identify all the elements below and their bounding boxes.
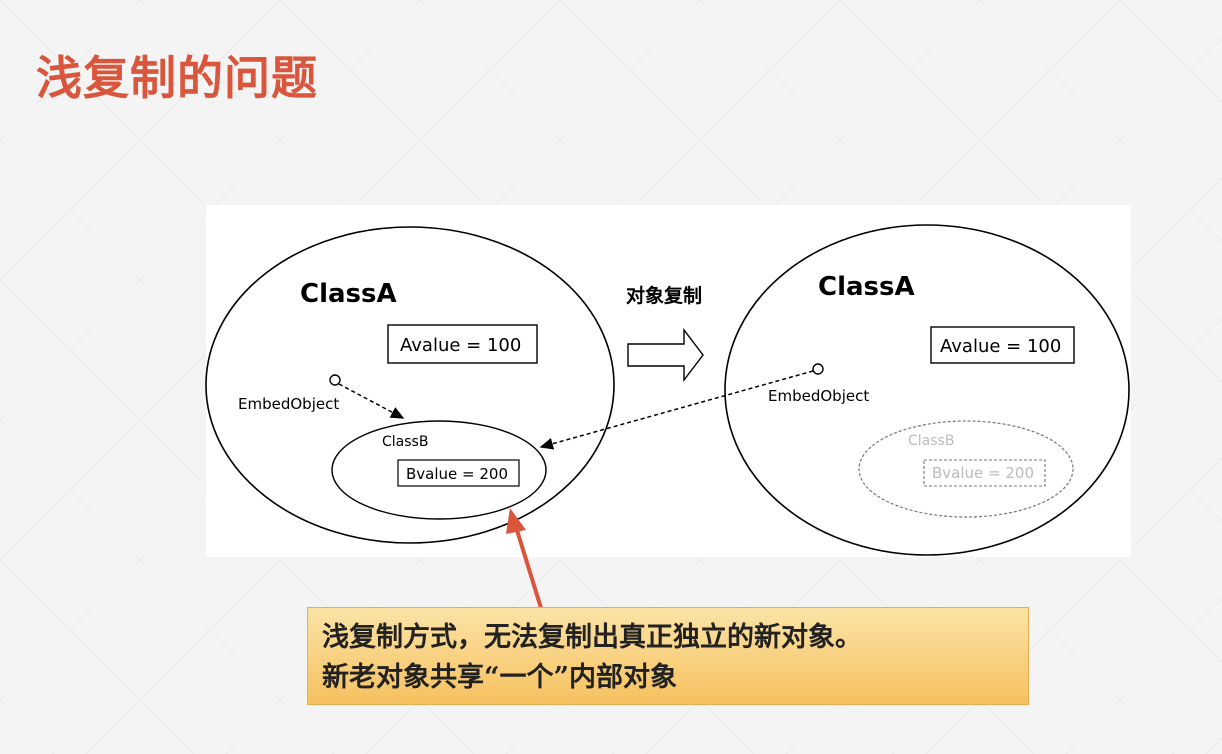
- left-avalue-text: Avalue = 100: [400, 335, 521, 356]
- callout-pointer-arrowhead: [506, 508, 526, 534]
- right-embed-pointer-dot: [812, 363, 824, 375]
- right-avalue-text: Avalue = 100: [940, 336, 1061, 357]
- left-avalue-box: [387, 324, 538, 364]
- ghost-classb-label: ClassB: [908, 433, 954, 449]
- left-classa-ellipse: [205, 226, 615, 544]
- left-classa-label: ClassA: [300, 279, 397, 309]
- diagram-panel: [206, 205, 1131, 557]
- page-title: 浅复制的问题: [36, 51, 318, 105]
- ghost-bvalue-box: [923, 459, 1046, 487]
- bvalue-text: Bvalue = 200: [406, 465, 508, 483]
- right-embed-label: EmbedObject: [768, 387, 869, 405]
- right-classa-label: ClassA: [818, 272, 915, 302]
- right-avalue-box: [930, 326, 1075, 364]
- classb-ellipse: [331, 420, 547, 520]
- callout-line-1: 浅复制方式，无法复制出真正独立的新对象。: [322, 622, 862, 653]
- left-embed-label: EmbedObject: [238, 395, 339, 413]
- classb-label: ClassB: [382, 434, 428, 450]
- callout-pointer-arrow: [514, 526, 543, 609]
- left-embed-pointer-dot: [329, 374, 341, 386]
- ghost-bvalue-text: Bvalue = 200: [932, 464, 1034, 482]
- copy-arrow-icon: [627, 327, 704, 383]
- explanation-callout: 浅复制方式，无法复制出真正独立的新对象。 新老对象共享“一个”内部对象: [307, 607, 1029, 705]
- copy-label: 对象复制: [626, 284, 702, 307]
- left-embed-arrow: [338, 383, 405, 419]
- right-classa-ellipse: [724, 224, 1130, 556]
- ghost-classb-ellipse: [858, 420, 1074, 518]
- bvalue-box: [397, 459, 520, 487]
- shared-reference-arrow: [539, 370, 814, 450]
- callout-line-2: 新老对象共享“一个”内部对象: [322, 662, 678, 693]
